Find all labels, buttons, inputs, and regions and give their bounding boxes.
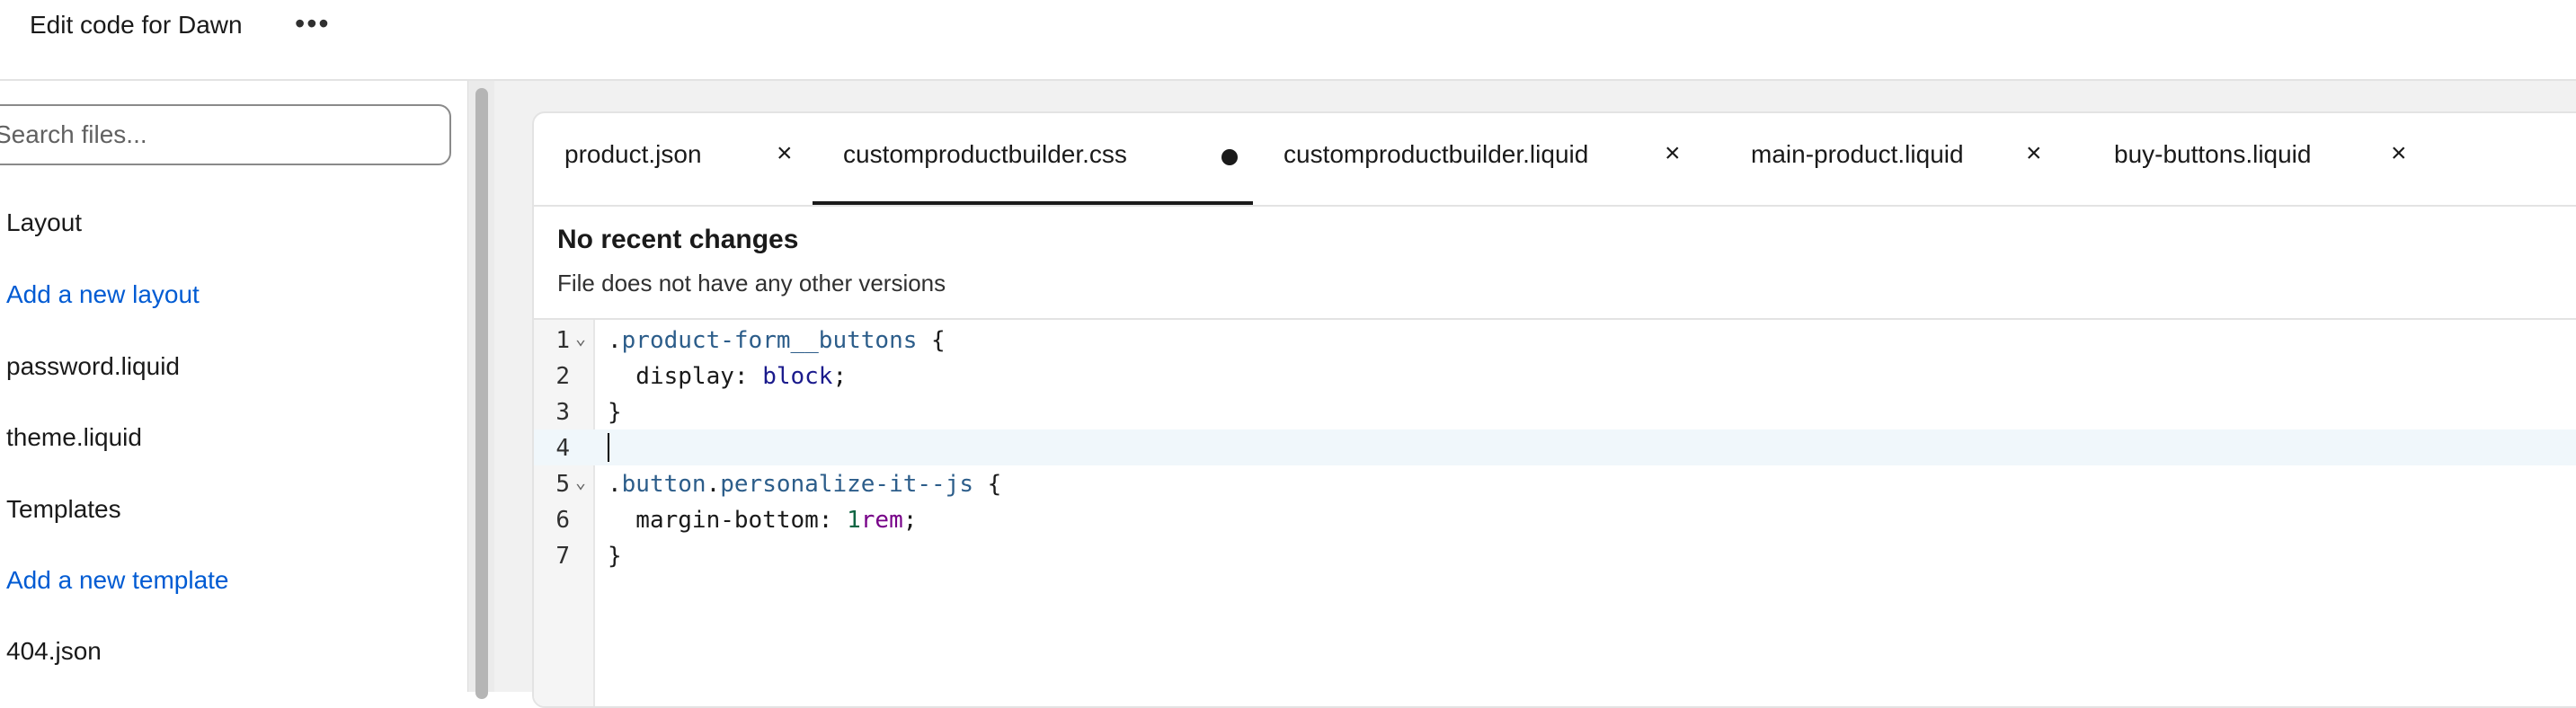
top-bar: Edit code for Dawn ••• bbox=[0, 0, 2576, 81]
current-code-line[interactable]: 4 bbox=[534, 429, 2576, 465]
version-notice: No recent changes File does not have any… bbox=[534, 207, 2576, 320]
more-actions-icon[interactable]: ••• bbox=[295, 7, 331, 40]
add-layout-link[interactable]: Add a new layout bbox=[6, 280, 200, 308]
file-tabs: product.json × customproductbuilder.css … bbox=[534, 113, 2576, 207]
code-text: display: block; bbox=[608, 363, 848, 390]
section-heading-layout[interactable]: Layout bbox=[6, 208, 83, 236]
tab-label: customproductbuilder.liquid bbox=[1284, 140, 1589, 168]
line-number: 7 bbox=[555, 543, 570, 570]
code-line[interactable]: 6 margin-bottom: 1rem; bbox=[534, 501, 2576, 537]
code-text: } bbox=[608, 543, 622, 570]
tab-label: product.json bbox=[564, 140, 702, 168]
section-heading-templates[interactable]: Templates bbox=[6, 495, 121, 523]
tab-product-json[interactable]: product.json × bbox=[534, 113, 813, 205]
code-text: margin-bottom: 1rem; bbox=[608, 507, 918, 534]
tab-label: main-product.liquid bbox=[1751, 140, 1964, 168]
tab-label: buy-buttons.liquid bbox=[2114, 140, 2312, 168]
code-editor[interactable]: 1 ⌄ .product-form__buttons { 2 display: … bbox=[534, 320, 2576, 706]
close-icon[interactable]: × bbox=[2391, 138, 2407, 168]
editor-panel: product.json × customproductbuilder.css … bbox=[494, 81, 2576, 708]
add-template-link[interactable]: Add a new template bbox=[6, 566, 229, 594]
line-number: 2 bbox=[555, 363, 570, 390]
line-number: 5 bbox=[555, 471, 570, 498]
notice-heading: No recent changes bbox=[557, 225, 799, 254]
code-line[interactable]: 2 display: block; bbox=[534, 358, 2576, 394]
tab-customproductbuilder-css[interactable]: customproductbuilder.css bbox=[813, 113, 1253, 205]
scrollbar-thumb[interactable] bbox=[475, 88, 488, 699]
line-number: 1 bbox=[555, 327, 570, 354]
code-line[interactable]: 7 } bbox=[534, 537, 2576, 573]
tab-buy-buttons-liquid[interactable]: buy-buttons.liquid × bbox=[2083, 113, 2443, 205]
search-box[interactable] bbox=[0, 104, 451, 165]
search-files-input[interactable] bbox=[0, 106, 449, 164]
file-404-json[interactable]: 404.json bbox=[6, 637, 102, 665]
line-number-gutter bbox=[534, 320, 595, 706]
tab-main-product-liquid[interactable]: main-product.liquid × bbox=[1720, 113, 2083, 205]
close-icon[interactable]: × bbox=[777, 138, 793, 168]
code-text: .product-form__buttons { bbox=[608, 327, 946, 354]
line-number: 6 bbox=[555, 507, 570, 534]
code-line[interactable]: 3 } bbox=[534, 394, 2576, 429]
close-icon[interactable]: × bbox=[1665, 138, 1681, 168]
close-icon[interactable]: × bbox=[2026, 138, 2042, 168]
file-theme-liquid[interactable]: theme.liquid bbox=[6, 423, 142, 451]
file-sidebar: Layout Add a new layout password.liquid … bbox=[0, 81, 467, 692]
sidebar-scrollbar[interactable] bbox=[467, 81, 495, 699]
line-number: 3 bbox=[555, 399, 570, 426]
file-password-liquid[interactable]: password.liquid bbox=[6, 352, 180, 380]
tab-customproductbuilder-liquid[interactable]: customproductbuilder.liquid × bbox=[1253, 113, 1720, 205]
code-line[interactable]: 1 ⌄ .product-form__buttons { bbox=[534, 322, 2576, 358]
fold-chevron-icon[interactable]: ⌄ bbox=[575, 471, 587, 492]
text-cursor bbox=[608, 433, 609, 462]
code-line[interactable]: 5 ⌄ .button.personalize-it--js { bbox=[534, 465, 2576, 501]
line-number: 4 bbox=[555, 435, 570, 462]
page-title: Edit code for Dawn bbox=[30, 11, 243, 39]
code-text: } bbox=[608, 399, 622, 426]
editor-card: product.json × customproductbuilder.css … bbox=[532, 111, 2576, 708]
code-text: .button.personalize-it--js { bbox=[608, 471, 1002, 498]
tab-label: customproductbuilder.css bbox=[843, 140, 1127, 168]
notice-subtext: File does not have any other versions bbox=[557, 270, 946, 296]
fold-chevron-icon[interactable]: ⌄ bbox=[575, 327, 587, 349]
unsaved-dot-icon[interactable] bbox=[1221, 149, 1238, 165]
